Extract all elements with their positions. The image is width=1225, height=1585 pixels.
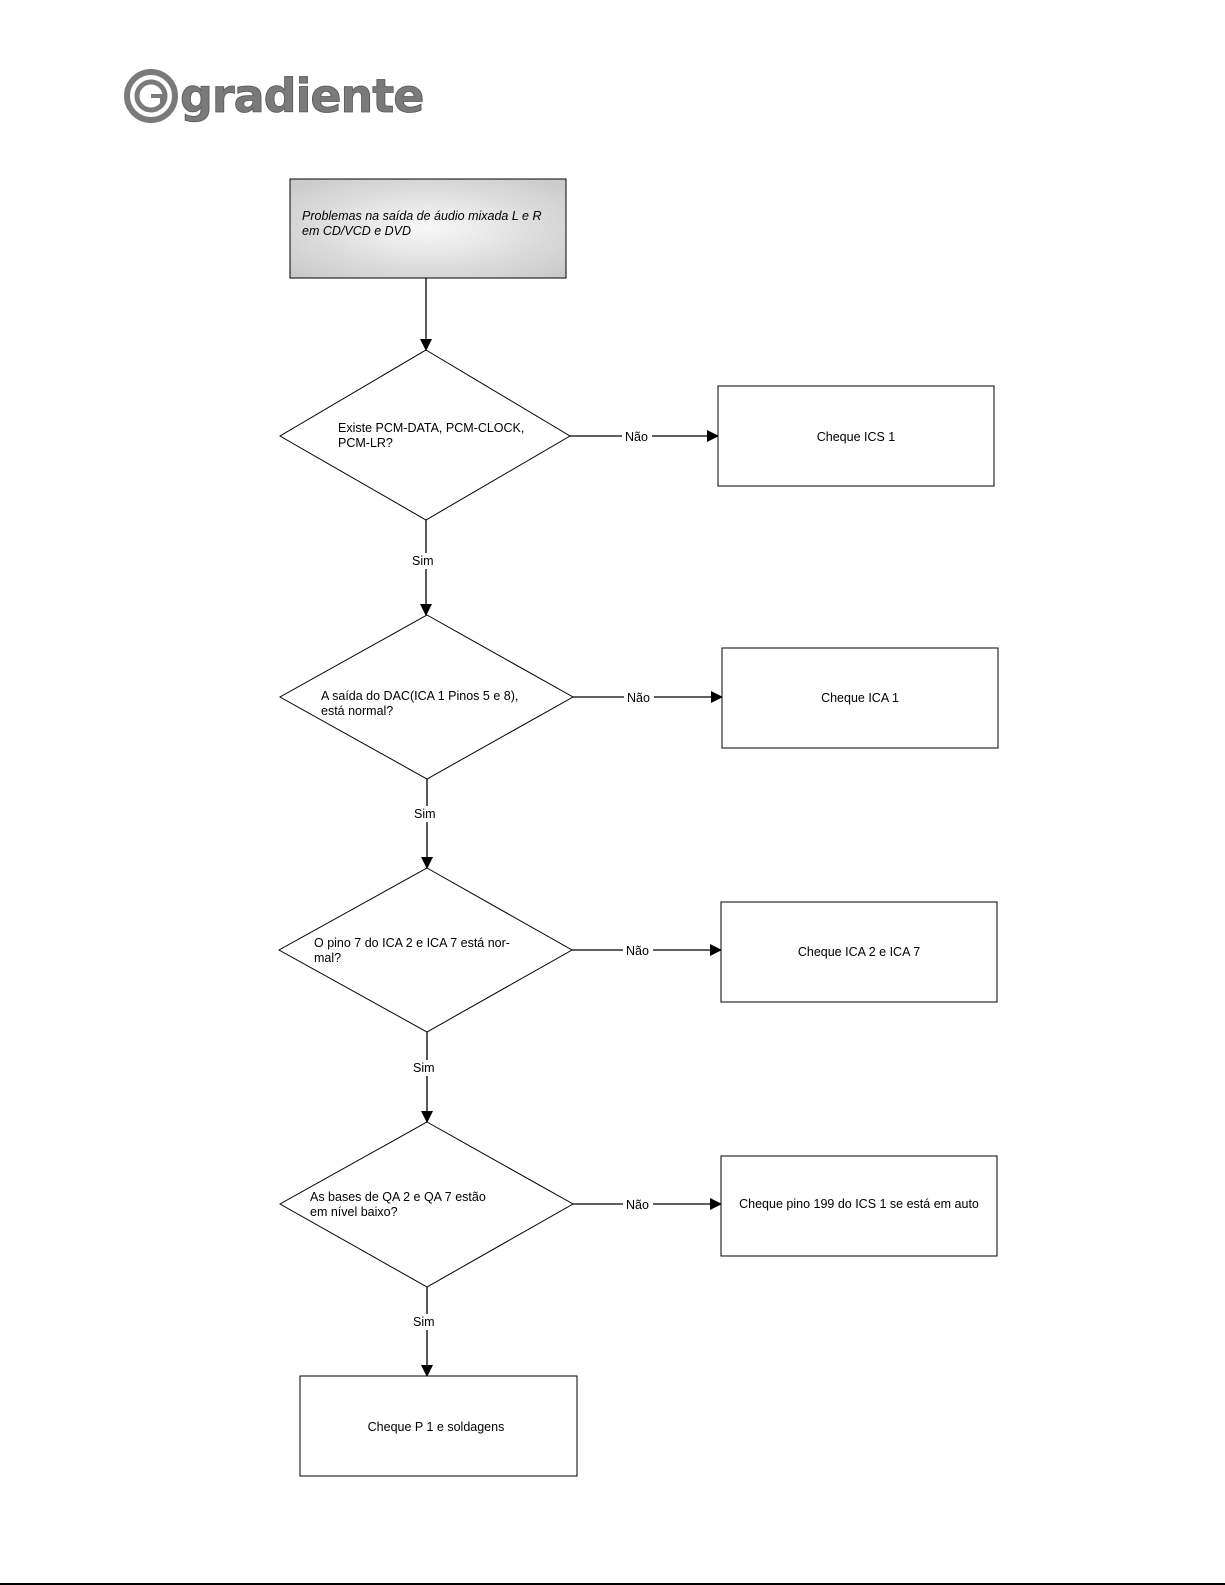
end-text: Cheque P 1 e soldagens	[368, 1420, 505, 1434]
decision-1-line2: PCM-LR?	[338, 436, 393, 450]
action-node-4: Cheque pino 199 do ICS 1 se está em auto	[720, 1155, 998, 1257]
decision-node-4: As bases de QA 2 e QA 7 estão em nível b…	[278, 1121, 575, 1288]
decision-node-1: Existe PCM-DATA, PCM-CLOCK, PCM-LR?	[279, 349, 571, 521]
edge-label-yes-4: Sim	[413, 1315, 435, 1329]
edge-label-no-3: Não	[626, 944, 649, 958]
decision-node-3: O pino 7 do ICA 2 e ICA 7 está nor- mal?	[277, 867, 574, 1033]
decision-2-line2: está normal?	[321, 704, 393, 718]
decision-1-line1: Existe PCM-DATA, PCM-CLOCK,	[338, 421, 524, 435]
decision-2-line1: A saída do DAC(ICA 1 Pinos 5 e 8),	[321, 689, 518, 703]
action-1-text: Cheque ICS 1	[817, 430, 896, 444]
edge-label-no-2: Não	[627, 691, 650, 705]
decision-4-line2: em nível baixo?	[310, 1205, 398, 1219]
action-3-text: Cheque ICA 2 e ICA 7	[798, 945, 920, 959]
edge-label-yes-3: Sim	[413, 1061, 435, 1075]
action-4-text: Cheque pino 199 do ICS 1 se está em auto	[739, 1197, 979, 1211]
edge-label-yes-1: Sim	[412, 554, 434, 568]
action-node-3: Cheque ICA 2 e ICA 7	[720, 901, 998, 1003]
logo-text: gradiente	[180, 69, 423, 123]
start-text-line2: em CD/VCD e DVD	[302, 224, 411, 238]
start-node: Problemas na saída de áudio mixada L e R…	[289, 178, 567, 279]
decision-4-line1: As bases de QA 2 e QA 7 estão	[310, 1190, 486, 1204]
decision-node-2: A saída do DAC(ICA 1 Pinos 5 e 8), está …	[278, 614, 575, 780]
edge-label-no-1: Não	[625, 430, 648, 444]
edge-label-no-4: Não	[626, 1198, 649, 1212]
decision-3-line2: mal?	[314, 951, 341, 965]
edge-label-yes-2: Sim	[414, 807, 436, 821]
action-node-2: Cheque ICA 1	[721, 647, 999, 749]
start-text-line1: Problemas na saída de áudio mixada L e R	[302, 209, 542, 223]
decision-3-line1: O pino 7 do ICA 2 e ICA 7 está nor-	[314, 936, 510, 950]
action-node-1: Cheque ICS 1	[717, 385, 995, 487]
action-2-text: Cheque ICA 1	[821, 691, 899, 705]
gradiente-g-logo-icon	[124, 69, 178, 123]
end-node: Cheque P 1 e soldagens	[299, 1375, 578, 1477]
brand-logo: gradiente	[124, 69, 425, 123]
